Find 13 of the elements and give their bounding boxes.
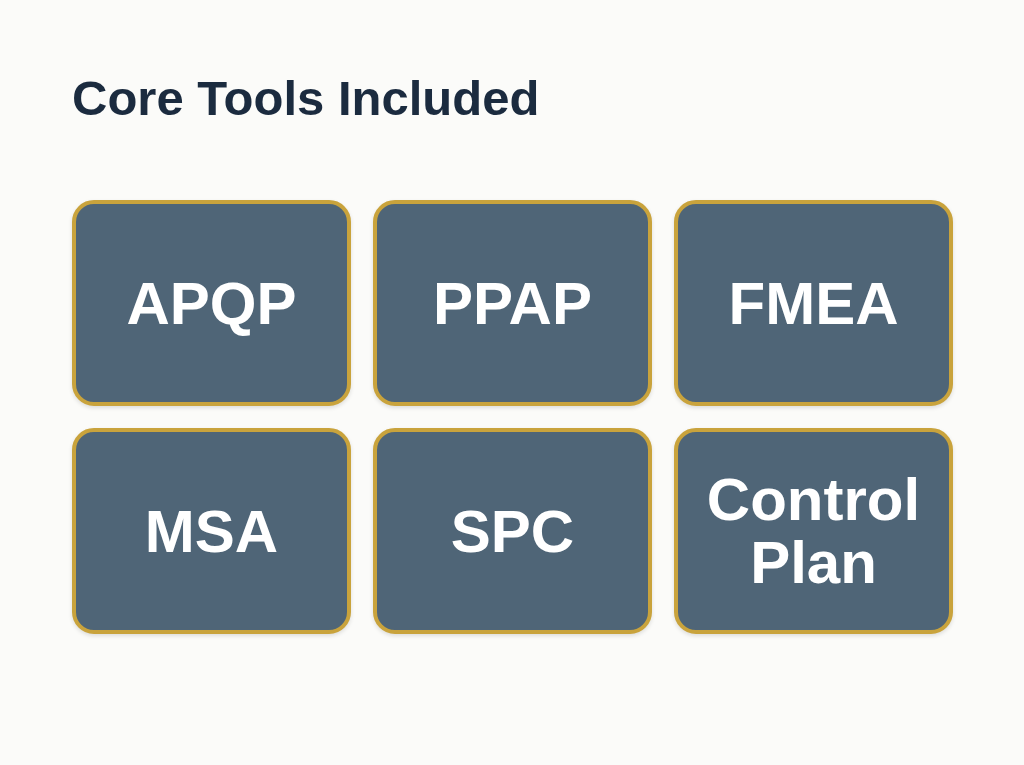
card-label: SPC: [449, 499, 576, 563]
tool-card: [674, 428, 953, 634]
tool-card: [373, 200, 652, 406]
title: Core Tools Included: [72, 72, 540, 126]
card-label: FMEA: [727, 271, 900, 335]
card-label: MSA: [143, 499, 280, 563]
card-label: APQP: [125, 271, 298, 335]
tool-card: [72, 200, 351, 406]
tool-card: [72, 428, 351, 634]
tool-card: [674, 200, 953, 406]
tool-card: [373, 428, 652, 634]
card-label: PPAP: [432, 271, 593, 335]
card-label: Control Plan: [705, 468, 922, 594]
